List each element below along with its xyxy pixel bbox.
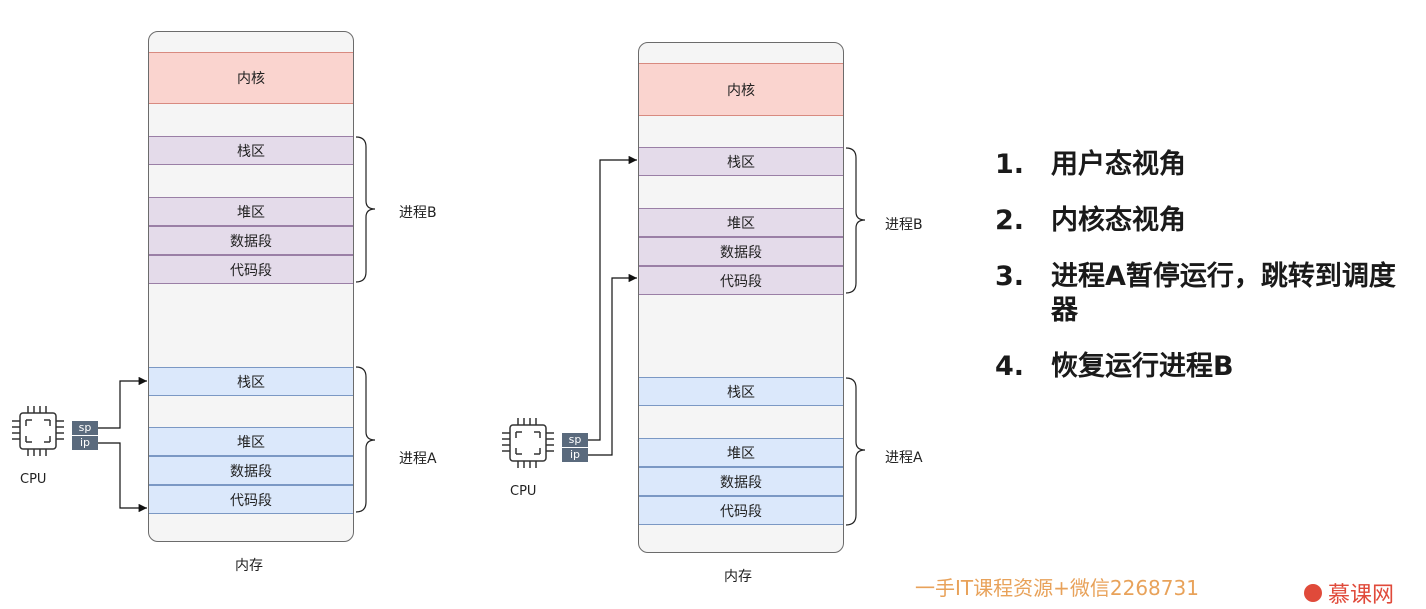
- cpu-chip-icon: [12, 406, 64, 456]
- memory-block-right: 内核 栈区 堆区 数据段 代码段 栈区 堆区 数据段 代码段: [638, 42, 844, 553]
- process-a-heap-segment: 堆区: [149, 427, 353, 456]
- step-number: 1.: [995, 149, 1025, 180]
- process-b-brace: [845, 147, 866, 294]
- process-a-heap-segment: 堆区: [639, 438, 843, 467]
- step-number: 2.: [995, 205, 1025, 236]
- sp-pointer-arrow: [98, 376, 147, 429]
- logo-text: 慕课网: [1328, 583, 1395, 608]
- memory-label: 内存: [724, 569, 752, 585]
- process-b-label: 进程B: [885, 217, 923, 233]
- cpu-label: CPU: [20, 472, 47, 487]
- kernel-segment: 内核: [149, 52, 353, 104]
- step-item: 4. 恢复运行进程B: [995, 350, 1415, 384]
- step-text: 进程A暂停运行，跳转到调度器: [1051, 261, 1396, 326]
- process-b-code-segment: 代码段: [149, 255, 353, 284]
- process-a-data-segment: 数据段: [149, 456, 353, 485]
- logo-icon: [1304, 584, 1322, 602]
- process-b-data-segment: 数据段: [149, 226, 353, 255]
- step-item: 2. 内核态视角: [995, 204, 1415, 238]
- process-a-label: 进程A: [885, 450, 923, 466]
- process-b-data-segment: 数据段: [639, 237, 843, 266]
- step-item: 1. 用户态视角: [995, 148, 1415, 182]
- process-b-stack-segment: 栈区: [149, 136, 353, 165]
- process-b-code-segment: 代码段: [639, 266, 843, 295]
- ip-pointer-arrow: [588, 273, 637, 456]
- process-a-code-segment: 代码段: [149, 485, 353, 514]
- step-number: 4.: [995, 351, 1025, 382]
- process-b-heap-segment: 堆区: [639, 208, 843, 237]
- steps-list: 1. 用户态视角 2. 内核态视角 3. 进程A暂停运行，跳转到调度器 4. 恢…: [995, 148, 1415, 406]
- sp-register: sp: [72, 421, 98, 435]
- step-text: 内核态视角: [1051, 205, 1186, 236]
- diagram-connectors: [12, 136, 866, 526]
- step-text: 恢复运行进程B: [1051, 351, 1234, 382]
- ip-pointer-arrow: [98, 442, 147, 513]
- process-a-code-segment: 代码段: [639, 496, 843, 525]
- process-a-brace: [845, 377, 866, 526]
- process-a-stack-segment: 栈区: [149, 367, 353, 396]
- process-b-heap-segment: 堆区: [149, 197, 353, 226]
- process-a-brace: [355, 366, 376, 513]
- ip-register: ip: [562, 448, 588, 462]
- cpu-chip-icon: [502, 418, 554, 468]
- sp-pointer-arrow: [588, 155, 637, 441]
- process-a-data-segment: 数据段: [639, 467, 843, 496]
- step-number: 3.: [995, 261, 1025, 292]
- watermark-text: 一手IT课程资源+微信2268731: [915, 576, 1199, 600]
- ip-register: ip: [72, 436, 98, 450]
- memory-block-left: 内核 栈区 堆区 数据段 代码段 栈区 堆区 数据段 代码段: [148, 31, 354, 542]
- kernel-segment: 内核: [639, 63, 843, 116]
- step-text: 用户态视角: [1051, 149, 1186, 180]
- process-a-label: 进程A: [399, 451, 437, 467]
- process-b-stack-segment: 栈区: [639, 147, 843, 176]
- process-b-brace: [355, 136, 376, 283]
- cpu-label: CPU: [510, 484, 537, 499]
- memory-label: 内存: [235, 558, 263, 574]
- process-b-label: 进程B: [399, 205, 437, 221]
- process-a-stack-segment: 栈区: [639, 377, 843, 406]
- step-item: 3. 进程A暂停运行，跳转到调度器: [995, 260, 1415, 328]
- sp-register: sp: [562, 433, 588, 447]
